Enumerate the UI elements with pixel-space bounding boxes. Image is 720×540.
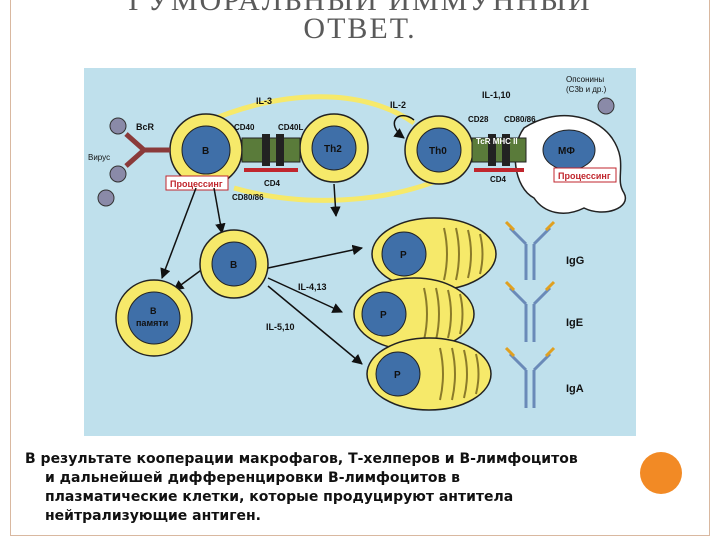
label-cd4-left: CD4: [264, 179, 281, 188]
label-cd4-right: CD4: [490, 175, 507, 184]
b-cell-main: B: [169, 113, 243, 187]
accent-dot: [640, 452, 682, 494]
virus-icon: [97, 117, 127, 207]
label-opsonins-2: (C3b и др.): [566, 85, 607, 94]
th0-cell: Th0: [404, 115, 474, 185]
slide-caption: В результате кооперации макрофагов, Т-хе…: [25, 450, 695, 526]
label-ige: IgE: [566, 317, 583, 329]
antibody-igg-icon: [504, 220, 556, 280]
b-cell-center: B: [199, 229, 269, 299]
slide-frame: [10, 0, 710, 536]
processing-box-left: [165, 175, 229, 191]
b-memory-cell: B памяти: [115, 279, 193, 357]
label-opsonins-1: Опсонины: [566, 75, 604, 84]
arrow-to-p1: [267, 244, 364, 269]
th2-label: Th2: [324, 144, 342, 155]
arrow-to-p2: [267, 277, 343, 313]
immune-response-diagram: B Th2 Th0 МФ Процессинг: [84, 68, 636, 436]
opsonin-virus-icon: [597, 97, 615, 115]
label-cd28: CD28: [468, 115, 489, 124]
processing-box-right: [553, 167, 617, 183]
label-iga: IgA: [566, 383, 584, 395]
b-cell-center-label: B: [230, 260, 237, 271]
caption-line-3: плазматические клетки, которые продуциру…: [45, 489, 514, 505]
macrophage-label: МФ: [558, 146, 575, 157]
receptor-complex-right: [471, 134, 527, 172]
label-il5-10: IL-5,10: [266, 322, 295, 332]
th0-label: Th0: [429, 146, 447, 157]
macrophage-cell: МФ: [542, 129, 596, 171]
cooperation-arc-top: [202, 94, 416, 126]
label-bcr: BcR: [136, 122, 155, 132]
label-cd40: CD40: [234, 123, 255, 132]
arrow-b-to-center: [213, 187, 226, 235]
antibody-ige-icon: [504, 280, 556, 342]
plasma-cell-3-label: P: [394, 370, 401, 381]
plasma-cell-1: P: [371, 217, 497, 291]
plasma-cell-3: P: [366, 337, 492, 411]
arrow-il2-loop: [393, 114, 415, 139]
label-igg: IgG: [566, 255, 584, 267]
plasma-cell-2: P: [353, 277, 475, 351]
cooperation-arc-bottom: [233, 175, 445, 203]
slide-title: ОТВЕТ.: [303, 12, 417, 45]
b-memory-label-2: памяти: [136, 318, 168, 328]
b-memory-label-1: B: [150, 306, 157, 316]
b-cell-main-label: B: [202, 146, 209, 157]
slide-title-cut: ГУМОРАЛЬНЫЙ ИММУННЫЙ: [128, 0, 592, 17]
caption-line-2: и дальнейшей дифференцировки В-лимфоцито…: [45, 470, 461, 486]
label-cd40l: CD40L: [278, 123, 303, 132]
caption-line-4: нейтрализующие антиген.: [45, 508, 261, 524]
processing-label-right: Процессинг: [558, 171, 611, 181]
th2-cell: Th2: [299, 113, 369, 183]
label-tcr-mhc: TcR МНС II: [476, 137, 518, 146]
label-il1-10: IL-1,10: [482, 90, 511, 100]
arrow-th2-down: [330, 183, 341, 218]
bcr-receptor: [124, 132, 170, 168]
plasma-cell-1-label: P: [400, 250, 407, 261]
label-il4-13: IL-4,13: [298, 282, 327, 292]
receptor-complex-left: [241, 134, 301, 172]
plasma-cell-2-label: P: [380, 310, 387, 321]
caption-line-1: В результате кооперации макрофагов, Т-хе…: [25, 451, 578, 467]
arrow-center-to-memory: [173, 267, 205, 291]
label-il3: IL-3: [256, 96, 272, 106]
label-cd80-86-left: CD80/86: [232, 193, 264, 202]
label-cd80-86-right: CD80/86: [504, 115, 536, 124]
antibody-iga-icon: [504, 346, 556, 408]
processing-label-left: Процессинг: [170, 179, 223, 189]
arrow-to-p3: [267, 285, 363, 365]
label-il2: IL-2: [390, 100, 406, 110]
label-virus: Вирус: [88, 153, 110, 162]
arrow-b-to-memory: [160, 187, 197, 279]
